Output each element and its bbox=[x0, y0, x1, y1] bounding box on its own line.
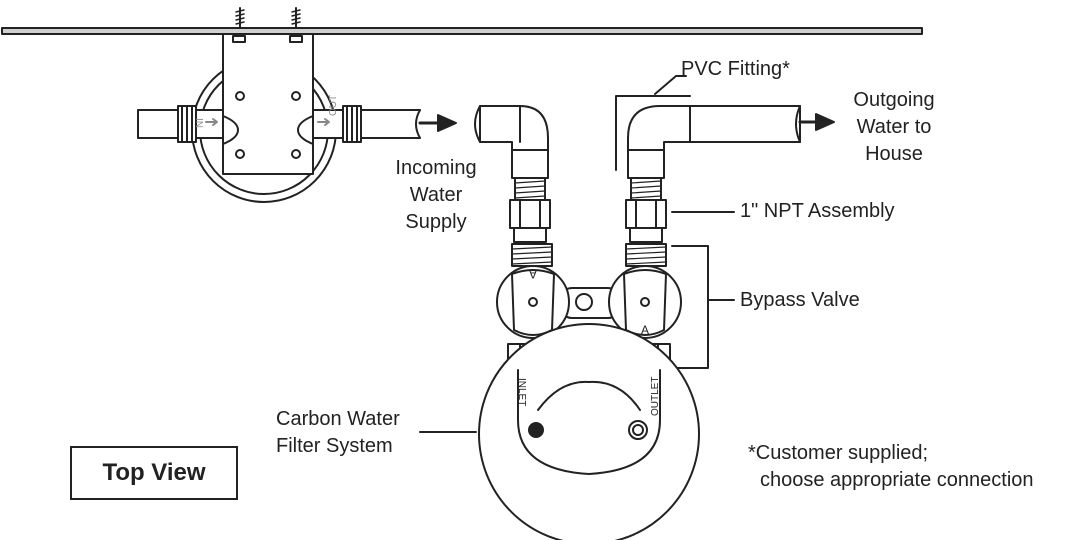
outgoing-line-3: House bbox=[865, 143, 923, 165]
incoming-line-2: Water bbox=[409, 184, 463, 206]
carbon-line-2: Filter System bbox=[276, 435, 393, 457]
carbon-filter-label: Carbon Water Filter System bbox=[276, 406, 400, 460]
head-inlet-pipe bbox=[137, 105, 224, 143]
outgoing-water-label: Outgoing Water to House bbox=[838, 87, 950, 168]
outgoing-arrow bbox=[798, 113, 835, 131]
incoming-elbow bbox=[474, 105, 549, 179]
head-outlet-pipe bbox=[312, 105, 421, 143]
head-out-mark: OUT bbox=[328, 95, 339, 116]
incoming-line-3: Supply bbox=[405, 211, 467, 233]
right-nipple bbox=[625, 177, 667, 243]
elbow-inlet-mark: INLET bbox=[516, 378, 527, 406]
top-view-box: Top View bbox=[70, 446, 238, 500]
customer-note: *Customer supplied; choose appropriate c… bbox=[748, 440, 1034, 494]
note-line-1: *Customer supplied; bbox=[748, 442, 929, 464]
head-outlet-arrow bbox=[418, 114, 457, 132]
incoming-water-label: Incoming Water Supply bbox=[384, 155, 488, 236]
valve-mark-right: A bbox=[641, 323, 649, 337]
head-in-mark: IN bbox=[193, 118, 204, 128]
left-nipple bbox=[509, 177, 551, 243]
screw-left bbox=[235, 7, 245, 29]
elbow-outlet-mark: OUTLET bbox=[650, 377, 661, 416]
outgoing-line-2: Water to bbox=[856, 116, 932, 138]
outgoing-elbow bbox=[627, 105, 801, 179]
pvc-fitting-label: PVC Fitting* bbox=[681, 58, 790, 80]
pvc-fitting-bracket bbox=[615, 75, 691, 171]
bypass-valve-label: Bypass Valve bbox=[740, 289, 860, 311]
carbon-filter-tank bbox=[478, 323, 700, 540]
carbon-line-1: Carbon Water bbox=[276, 408, 400, 430]
mounting-board bbox=[1, 27, 923, 35]
note-line-2: choose appropriate connection bbox=[760, 469, 1034, 491]
screw-right bbox=[291, 7, 301, 29]
top-view-label: Top View bbox=[102, 459, 206, 486]
bypass-valve-bracket bbox=[671, 245, 735, 369]
incoming-line-1: Incoming bbox=[395, 157, 477, 179]
outgoing-line-1: Outgoing bbox=[853, 89, 935, 111]
valve-mark-left: A bbox=[529, 267, 537, 281]
npt-assembly-label: 1" NPT Assembly bbox=[740, 200, 895, 222]
